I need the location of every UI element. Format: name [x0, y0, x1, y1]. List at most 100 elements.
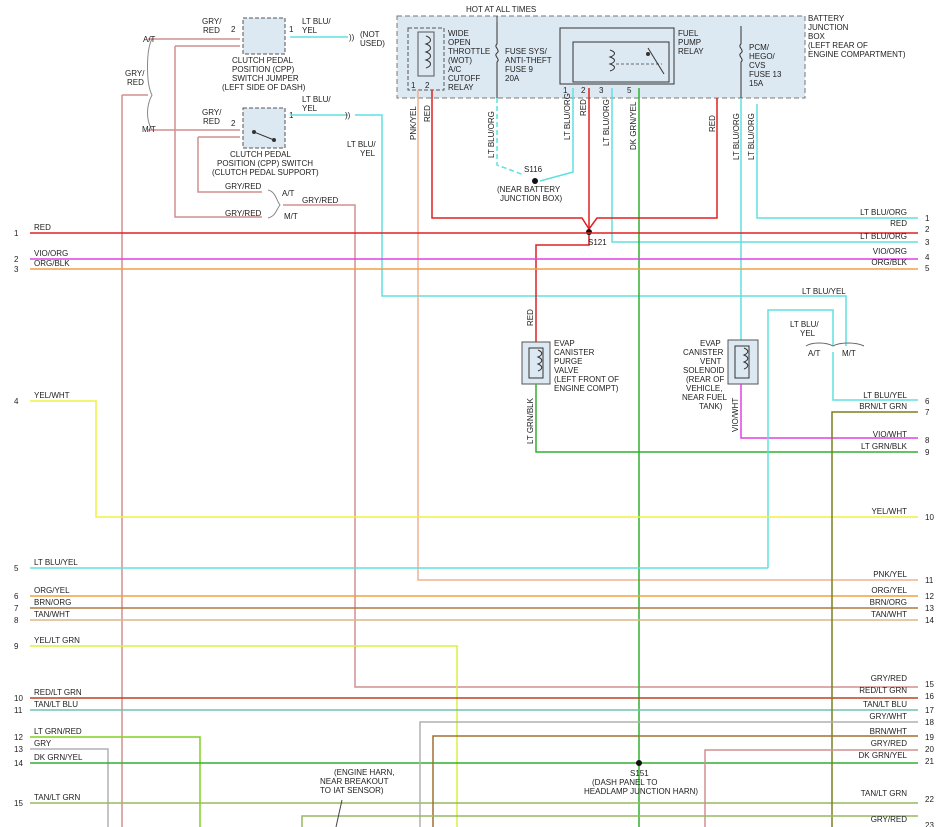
left-wire-label: VIO/ORG [34, 249, 68, 258]
left-pin-number: 3 [14, 265, 19, 274]
vlabel-lt-blu-org-5: LT BLU/ORG [747, 113, 756, 160]
wire-label-gry-red-3: GRY/RED [202, 108, 222, 126]
left-pin-number: 1 [14, 229, 19, 238]
left-wire-label: TAN/LT BLU [34, 700, 78, 709]
wire-label-gry-red-5: GRY/RED [225, 209, 262, 218]
right-pin-number: 12 [925, 592, 934, 601]
right-pin-number: 22 [925, 795, 934, 804]
vlabel-lt-blu-org-1: LT BLU/ORG [487, 111, 496, 158]
wire-label-lt-blu-yel-2: LT BLU/YEL [302, 95, 331, 113]
fuse-9-label: FUSE SYS/ ANTI-THEFT FUSE 9 20A [505, 47, 554, 83]
right-wire-label: VIO/ORG [873, 247, 907, 256]
relay-pin-5: 5 [627, 86, 632, 95]
wot-pin-2: 2 [425, 81, 430, 90]
vlabel-vio-wht: VIO/WHT [731, 398, 740, 432]
cpp-jumper-pin-1: 1 [289, 25, 294, 34]
fuse-9: FUSE SYS/ ANTI-THEFT FUSE 9 20A [495, 22, 554, 98]
left-pin-number: 7 [14, 604, 19, 613]
cpp-jumper-pin-2: 2 [231, 25, 236, 34]
cpp-switch: 2 1 CLUTCH PEDAL POSITION (CPP) SWITCH (… [212, 107, 319, 177]
right-wire-label: BRN/LT GRN [859, 402, 907, 411]
left-pin-number: 14 [14, 759, 23, 768]
left-wire-label: RED [34, 223, 51, 232]
cpp-switch-jumper: 2 1 CLUTCH PEDAL POSITION (CPP) SWITCH J… [222, 17, 306, 92]
right-pin-number: 5 [925, 264, 930, 273]
left-wire-label: RED/LT GRN [34, 688, 82, 697]
right-wire-label: YEL/WHT [871, 507, 907, 516]
right-wire-label: GRY/RED [871, 674, 908, 683]
left-pin-number: 13 [14, 745, 23, 754]
right-pin-number: 13 [925, 604, 934, 613]
right-pin-number: 23 [925, 821, 934, 827]
wot-relay: 1 2 WIDE OPEN THROTTLE (WOT) A/C CUTOFF … [407, 27, 490, 92]
right-pin-number: 18 [925, 718, 934, 727]
left-pin-number: 10 [14, 694, 23, 703]
horizontal-wires: S151 (DASH PANEL TO HEADLAMP JUNCTION HA… [30, 232, 918, 827]
right-wire-label: LT GRN/BLK [861, 442, 908, 451]
right-wire-label: BRN/ORG [870, 598, 907, 607]
s121-splice [586, 229, 592, 235]
right-wire-label: TAN/WHT [871, 610, 907, 619]
hot-at-all-times-label: HOT AT ALL TIMES [466, 5, 536, 14]
wire-label-gry-red-6: GRY/RED [302, 196, 339, 205]
right-wire-label: TAN/LT BLU [863, 700, 907, 709]
wire-label-gry-red-1: GRY/RED [202, 17, 222, 35]
right-wire-label: GRY/RED [871, 815, 908, 824]
right-pin-number: 4 [925, 253, 930, 262]
left-pin-number: 11 [14, 706, 23, 715]
right-pin-number: 6 [925, 397, 930, 406]
right-wire-label: VIO/WHT [873, 430, 907, 439]
right-pin-number: 9 [925, 448, 930, 457]
left-wire-label: ORG/YEL [34, 586, 70, 595]
vlabel-lt-blu-org-2: LT BLU/ORG [563, 93, 572, 140]
label-lt-blu-yel-right: LT BLU/YEL [802, 287, 846, 296]
not-used-label: (NOT USED) [360, 30, 385, 48]
cpp-connector-gt-1: )) [349, 33, 355, 42]
evap-vent-solenoid: EVAP CANISTER VENT SOLENOID (REAR OF VEH… [682, 339, 918, 439]
relay-pin-1: 1 [563, 86, 568, 95]
vlabel-pnk-yel: PNK/YEL [409, 106, 418, 140]
left-pin-number: 8 [14, 616, 19, 625]
label-mt-right: M/T [842, 349, 856, 358]
left-wire-label: TAN/LT GRN [34, 793, 80, 802]
relay-pin-3: 3 [599, 86, 604, 95]
label-mt-mid: M/T [284, 212, 298, 221]
cpp-connector-gt-2: )) [345, 111, 351, 120]
left-wire-label: LT GRN/RED [34, 727, 82, 736]
vlabel-red-1: RED [423, 105, 432, 122]
right-wire-label: RED [890, 219, 907, 228]
evap-purge-label: EVAP CANISTER PURGE VALVE (LEFT FRONT OF… [554, 339, 621, 393]
right-pin-number: 8 [925, 436, 930, 445]
right-pin-number: 20 [925, 745, 934, 754]
label-at-mid: A/T [282, 189, 295, 198]
engine-harn-label: (ENGINE HARN, NEAR BREAKOUT TO IAT SENSO… [320, 768, 397, 795]
left-pin-number: 12 [14, 733, 23, 742]
right-wire-label: DK GRN/YEL [859, 751, 908, 760]
wot-pin-1: 1 [411, 81, 416, 90]
right-wire-label: GRY/WHT [869, 712, 907, 721]
right-wire-label: BRN/WHT [870, 727, 907, 736]
fuse-13: PCM/ HEGO/ CVS FUSE 13 15A [739, 26, 782, 98]
left-pin-number: 4 [14, 397, 19, 406]
fuel-pump-relay: FUEL PUMP RELAY 1 2 3 5 [559, 27, 704, 95]
label-at-right: A/T [808, 349, 821, 358]
right-pin-number: 2 [925, 225, 930, 234]
right-wire-label: GRY/RED [871, 739, 908, 748]
right-pin-number: 1 [925, 214, 930, 223]
left-pin-number: 2 [14, 255, 19, 264]
cpp-switch-pin-2: 2 [231, 119, 236, 128]
vlabel-red-3: RED [708, 115, 717, 132]
vlabel-red-2: RED [579, 99, 588, 116]
wire-label-lt-blu-yel-3: LT BLU/YEL [347, 140, 376, 158]
label-at-top: A/T [143, 35, 156, 44]
right-wire-label: RED/LT GRN [859, 686, 907, 695]
vlabel-lt-blu-org-4: LT BLU/ORG [732, 113, 741, 160]
right-pin-number: 16 [925, 692, 934, 701]
left-wire-label: GRY [34, 739, 52, 748]
right-wire-label: LT BLU/ORG [860, 208, 907, 217]
right-pin-number: 14 [925, 616, 934, 625]
left-pin-number: 5 [14, 564, 19, 573]
at-mt-branch: LT BLU/YEL LT BLU/YEL A/T M/T [767, 287, 918, 568]
left-wire-label: LT BLU/YEL [34, 558, 78, 567]
